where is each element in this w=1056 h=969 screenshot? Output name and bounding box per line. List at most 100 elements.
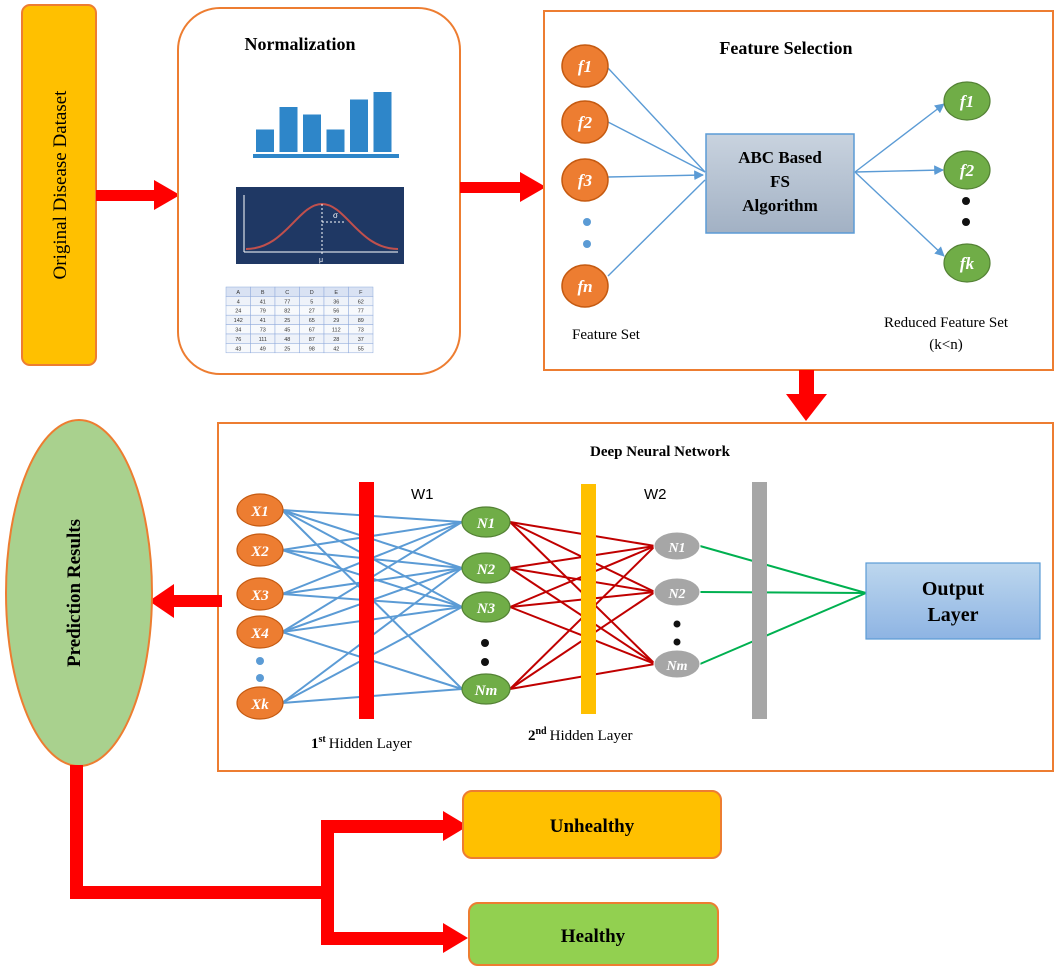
ellipsis-dot bbox=[962, 197, 970, 205]
dataset-box: Original Disease Dataset bbox=[21, 4, 97, 366]
table-cell-text: 82 bbox=[284, 309, 290, 315]
bell-curve-icon: σ μ bbox=[236, 187, 404, 264]
table-cell-text: 142 bbox=[234, 318, 243, 324]
svg-text:ABC Based: ABC Based bbox=[738, 148, 822, 167]
svg-text:Nm: Nm bbox=[666, 659, 688, 674]
table-cell-text: 55 bbox=[358, 346, 364, 352]
table-cell-text: 25 bbox=[284, 318, 290, 324]
table-cell-text: 77 bbox=[284, 299, 290, 305]
svg-text:X2: X2 bbox=[250, 544, 269, 560]
arrow-dnn-to-prediction bbox=[149, 584, 222, 618]
dnn-input-node: X3 bbox=[236, 577, 284, 611]
svg-text:N3: N3 bbox=[476, 601, 496, 617]
dnn-box: Deep Neural Network bbox=[217, 422, 1054, 772]
table-cell-text: C bbox=[285, 290, 289, 296]
table-cell-text: B bbox=[261, 290, 265, 296]
table-cell-text: 67 bbox=[309, 328, 315, 334]
w1-label: W1 bbox=[411, 486, 434, 503]
bell-curve-mu: μ bbox=[319, 257, 323, 264]
table-cell-text: 25 bbox=[284, 346, 290, 352]
feature-selection-box: Feature Selection f1 f2 f3 bbox=[543, 10, 1054, 371]
svg-text:X3: X3 bbox=[250, 588, 269, 604]
ellipsis-dot bbox=[673, 638, 681, 646]
hidden1-node: Nm bbox=[461, 673, 511, 705]
table-cell-text: 49 bbox=[260, 346, 266, 352]
table-cell-text: E bbox=[334, 290, 338, 296]
prediction-results: Prediction Results bbox=[5, 419, 153, 767]
table-cell-text: 41 bbox=[260, 318, 266, 324]
hidden2-weight-bar bbox=[581, 484, 596, 714]
fs-input-node: f1 bbox=[561, 44, 609, 88]
bar-icon-bar bbox=[256, 129, 274, 152]
fs-output-caption: (k<n) bbox=[929, 337, 962, 353]
svg-text:f3: f3 bbox=[578, 171, 593, 190]
fs-input-node: f2 bbox=[561, 100, 609, 144]
dataset-label: Original Disease Dataset bbox=[50, 90, 71, 280]
svg-text:N2: N2 bbox=[476, 562, 496, 578]
table-cell-text: 98 bbox=[309, 346, 315, 352]
output-layer-box: Output Layer bbox=[865, 562, 1041, 640]
table-cell-text: 41 bbox=[260, 299, 266, 305]
bar-chart-icon bbox=[256, 92, 392, 152]
table-cell-text: 27 bbox=[309, 309, 315, 315]
arrow-fs-to-dnn bbox=[786, 370, 827, 421]
fs-input-edges bbox=[607, 67, 706, 277]
ellipsis-dot bbox=[583, 218, 591, 226]
bell-curve-sigma: σ bbox=[333, 211, 338, 220]
hidden1-node: N2 bbox=[461, 552, 511, 584]
table-cell-text: 73 bbox=[358, 328, 364, 334]
svg-text:Output: Output bbox=[922, 578, 985, 600]
fs-output-node: fk bbox=[943, 243, 991, 283]
svg-text:N1: N1 bbox=[476, 516, 495, 532]
bar-icon-bar bbox=[279, 107, 298, 152]
hidden2-node: N2 bbox=[653, 577, 701, 607]
table-cell bbox=[348, 343, 374, 354]
ellipsis-dot bbox=[673, 620, 681, 628]
svg-text:N2: N2 bbox=[667, 587, 685, 602]
fs-input-node: fn bbox=[561, 264, 609, 308]
arrow-normalization-to-fs bbox=[460, 172, 546, 202]
table-cell-text: 4 bbox=[237, 299, 240, 305]
unhealthy-label: Unhealthy bbox=[550, 816, 635, 837]
table-cell-text: 24 bbox=[235, 309, 241, 315]
bar-chart-baseline bbox=[253, 154, 399, 158]
table-cell-text: 28 bbox=[333, 337, 339, 343]
svg-text:f2: f2 bbox=[960, 161, 975, 180]
fs-title: Feature Selection bbox=[719, 38, 852, 58]
fs-input-node: f3 bbox=[561, 158, 609, 202]
table-cell-text: 112 bbox=[332, 328, 341, 334]
fs-input-caption: Feature Set bbox=[572, 327, 641, 343]
svg-text:FS: FS bbox=[770, 172, 790, 191]
table-cell-text: 56 bbox=[333, 309, 339, 315]
table-cell-text: 29 bbox=[333, 318, 339, 324]
table-cell-text: 65 bbox=[309, 318, 315, 324]
table-cell-text: 5 bbox=[310, 299, 313, 305]
output-weight-bar bbox=[752, 482, 767, 719]
unhealthy-box: Unhealthy bbox=[462, 790, 722, 859]
w2-label: W2 bbox=[644, 486, 667, 503]
table-cell-text: 42 bbox=[333, 346, 339, 352]
table-cell-text: 62 bbox=[358, 299, 364, 305]
table-cell-text: 43 bbox=[235, 346, 241, 352]
ellipsis-dot bbox=[962, 218, 970, 226]
hidden1-node: N3 bbox=[461, 591, 511, 623]
table-cell-text: 89 bbox=[358, 318, 364, 324]
hidden2-node: N1 bbox=[653, 531, 701, 561]
outcome-connector bbox=[70, 765, 468, 953]
svg-text:X4: X4 bbox=[250, 626, 269, 642]
bar-icon-bar bbox=[373, 92, 392, 152]
dnn-input-node: X4 bbox=[236, 615, 284, 649]
svg-text:fk: fk bbox=[960, 254, 975, 273]
svg-text:X1: X1 bbox=[250, 504, 269, 520]
bar-icon-bar bbox=[326, 129, 345, 152]
table-cell-text: 45 bbox=[284, 328, 290, 334]
table-cell-text: 34 bbox=[235, 328, 241, 334]
hidden1-node: N1 bbox=[461, 506, 511, 538]
fs-output-caption: Reduced Feature Set bbox=[884, 315, 1009, 331]
table-cell-text: 77 bbox=[358, 309, 364, 315]
